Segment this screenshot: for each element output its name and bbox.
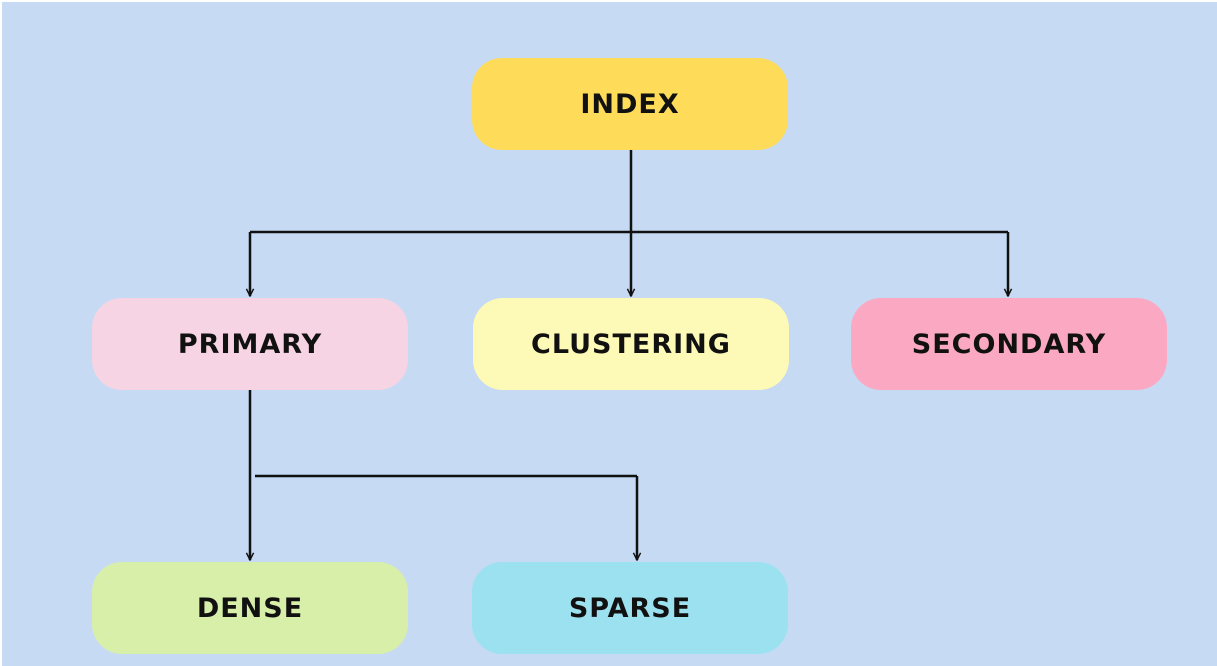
node-primary: PRIMARY <box>92 298 408 390</box>
node-sparse: SPARSE <box>472 562 788 654</box>
node-secondary: SECONDARY <box>851 298 1167 390</box>
node-index: INDEX <box>472 58 788 150</box>
node-dense: DENSE <box>92 562 408 654</box>
node-clustering: CLUSTERING <box>473 298 789 390</box>
